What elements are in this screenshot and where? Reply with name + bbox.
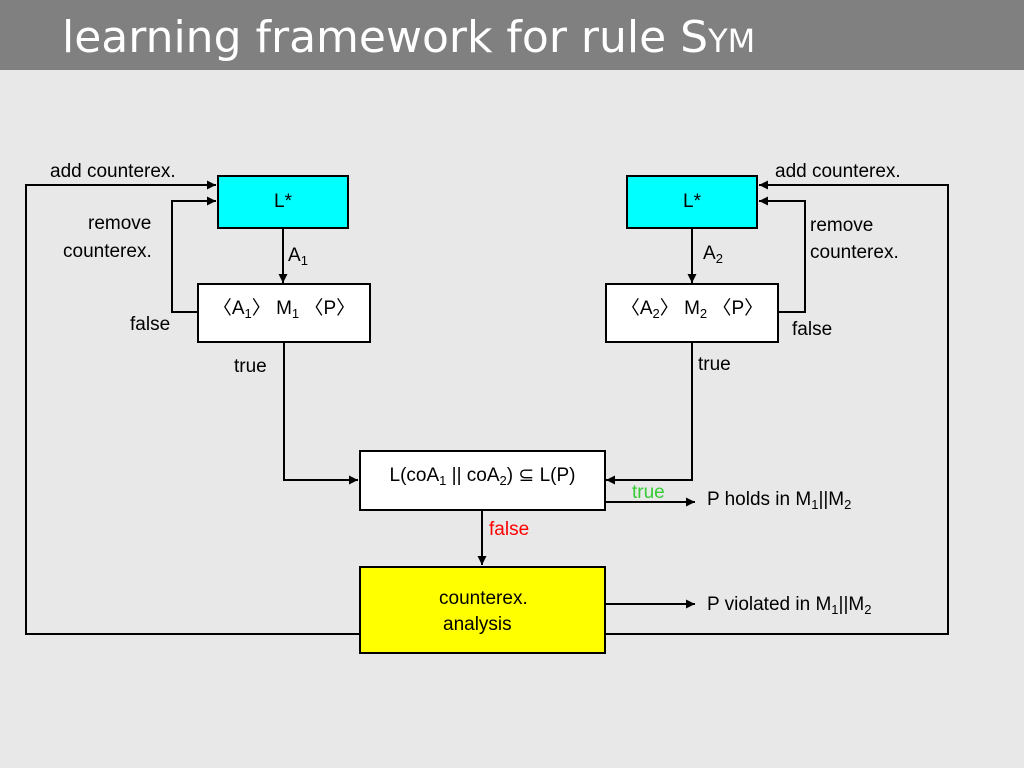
arrow-right-true-to-language-check <box>606 342 693 485</box>
left-check-component: M <box>276 298 292 319</box>
right-check-property-open: 〈 <box>712 298 732 319</box>
arrow-left-add-counterex-loop <box>25 180 359 635</box>
slide-title-main: learning framework for rule S <box>62 12 709 63</box>
arrow-right-false-loop <box>759 196 806 313</box>
right-check-component-sub: 2 <box>699 306 708 321</box>
right-check-component: M <box>684 298 700 319</box>
left-check-property: P <box>323 298 337 319</box>
violated-outcome-label: P violated in M1||M2 <box>707 594 871 616</box>
left-assumption-sub: 1 <box>300 253 308 268</box>
counterexample-analysis-box: counterex. analysis <box>359 566 606 654</box>
holds-outcome-label: P holds in M1||M2 <box>707 489 851 511</box>
right-check-property: P <box>731 298 745 319</box>
right-false-label: false <box>792 319 833 340</box>
analysis-line2: analysis <box>443 614 512 635</box>
left-check-angle-open: 〈 <box>212 298 232 319</box>
right-assumption-name: A <box>703 243 716 264</box>
left-add-counterex-label: add counterex. <box>50 161 176 182</box>
right-learner-box: L* <box>626 175 758 229</box>
holds-sub2: 2 <box>844 497 852 512</box>
arrow-right-add-counterex-loop <box>606 180 949 635</box>
violated-sub2: 2 <box>864 602 872 617</box>
left-check-component-sub: 1 <box>291 306 300 321</box>
right-assume-guarantee-box: 〈A2〉 M2 〈P〉 <box>605 283 779 343</box>
left-check-assumption: A <box>231 298 245 319</box>
right-check-angle-close: 〉 <box>659 298 679 319</box>
analysis-line1: counterex. <box>439 588 528 609</box>
right-true-label: true <box>698 354 731 375</box>
language-check-true-label: true <box>632 482 665 503</box>
language-check-sub2: 2 <box>499 473 507 488</box>
arrow-left-false-loop <box>171 196 216 313</box>
right-add-counterex-label: add counterex. <box>775 161 901 182</box>
language-check-sub1: 1 <box>439 473 447 488</box>
left-check-angle-close: 〉 <box>251 298 271 319</box>
right-assumption-sub: 2 <box>715 251 723 266</box>
left-check-property-close: 〉 <box>336 298 356 319</box>
left-assume-guarantee-box: 〈A1〉 M1 〈P〉 <box>197 283 371 343</box>
right-check-assumption: A <box>639 298 653 319</box>
holds-mid: ||M <box>818 489 845 510</box>
left-counterex-label: counterex. <box>63 241 152 262</box>
left-false-label: false <box>130 314 171 335</box>
right-assumption-label: A2 <box>703 243 723 265</box>
violated-prefix: P violated in M <box>707 594 832 615</box>
language-check-prefix: L(coA <box>389 465 440 486</box>
language-inclusion-box: L(coA1 || coA2) ⊆ L(P) <box>359 450 606 511</box>
left-remove-label: remove <box>88 213 152 234</box>
language-check-false-label: false <box>489 519 530 540</box>
right-check-angle-open: 〈 <box>620 298 640 319</box>
violated-mid: ||M <box>838 594 865 615</box>
left-learner-box: L* <box>217 175 349 229</box>
right-remove-label: remove <box>810 215 874 236</box>
violated-sub1: 1 <box>831 602 839 617</box>
right-check-assumption-sub: 2 <box>652 306 660 321</box>
right-learner-label: L* <box>683 191 701 212</box>
left-check-assumption-sub: 1 <box>244 306 252 321</box>
right-counterex-label: counterex. <box>810 242 899 263</box>
language-check-mid: || coA <box>446 465 500 486</box>
left-assumption-label: A1 <box>288 245 308 267</box>
arrow-left-true-to-language-check <box>283 342 358 485</box>
holds-prefix: P holds in M <box>707 489 812 510</box>
left-check-property-open: 〈 <box>304 298 324 319</box>
left-learner-label: L* <box>274 191 292 212</box>
left-true-label: true <box>234 356 267 377</box>
title-bar: learning framework for rule SYM <box>0 0 1024 70</box>
right-check-property-close: 〉 <box>744 298 764 319</box>
holds-sub1: 1 <box>811 497 819 512</box>
language-check-suffix: ) ⊆ L(P) <box>506 465 576 486</box>
left-assumption-name: A <box>288 245 301 266</box>
slide-title-smallcaps: YM <box>708 22 756 60</box>
slide-title: learning framework for rule SYM <box>62 12 755 67</box>
